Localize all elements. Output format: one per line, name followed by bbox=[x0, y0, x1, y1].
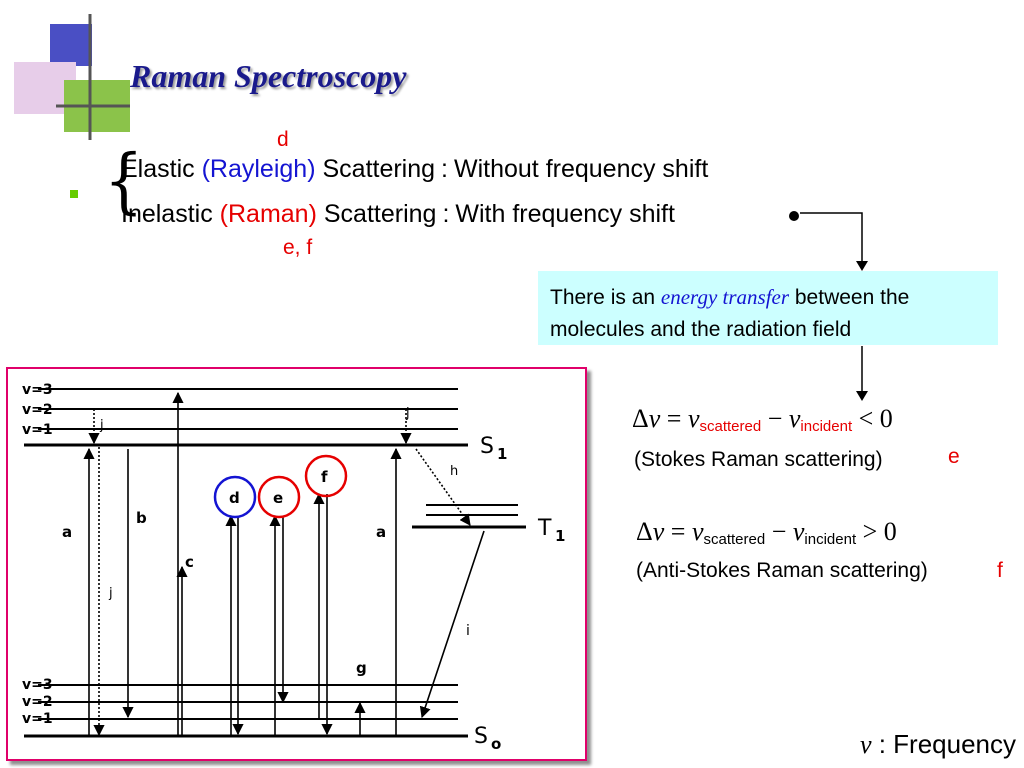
arrow-h bbox=[415, 448, 471, 526]
state-s1: S bbox=[480, 434, 494, 459]
state-s0: S bbox=[474, 724, 488, 749]
relation: > 0 bbox=[856, 517, 897, 546]
decorative-corner-squares bbox=[14, 14, 130, 140]
state-s0-sub: o bbox=[491, 735, 501, 753]
label-i: i bbox=[466, 623, 470, 639]
nu-symbol: ν bbox=[691, 517, 704, 546]
nu-symbol: ν bbox=[859, 730, 872, 759]
antistokes-tag: f bbox=[997, 559, 1003, 582]
footer-colon: : bbox=[871, 729, 894, 759]
label-lower-v2: v=2 bbox=[22, 694, 53, 710]
label-lower-v1: v=1 bbox=[22, 711, 53, 727]
delta-symbol: Δ bbox=[636, 517, 653, 546]
rayleigh-label: (Rayleigh) bbox=[201, 155, 316, 183]
delta-symbol: Δ bbox=[632, 404, 649, 433]
callout-line2: molecules and the radiation field bbox=[550, 318, 852, 341]
circle-d bbox=[213, 475, 257, 519]
label-a-right: a bbox=[376, 523, 386, 541]
energy-level-diagram: v=3 v=2 v=1 v=3 v=2 v=1 S 1 T 1 S o a b … bbox=[6, 367, 587, 761]
label-d: d bbox=[277, 128, 289, 151]
antistokes-formula: Δν = νscattered − νincident > 0 bbox=[636, 517, 897, 548]
circle-e bbox=[257, 475, 301, 519]
callout-part1: There is an bbox=[550, 286, 656, 309]
inelastic-word: Scattering bbox=[323, 200, 437, 228]
label-upper-v2: v=2 bbox=[22, 402, 53, 418]
subscript-incident: incident bbox=[804, 531, 857, 548]
equals-sign: = bbox=[660, 404, 688, 433]
label-a-left: a bbox=[62, 523, 72, 541]
page-title: Raman Spectroscopy bbox=[130, 58, 407, 94]
elastic-desc: Without frequency shift bbox=[454, 155, 709, 183]
circle-label-f: f bbox=[321, 468, 328, 486]
raman-label: (Raman) bbox=[219, 200, 317, 228]
label-b: b bbox=[136, 509, 147, 527]
minus-sign: − bbox=[761, 404, 789, 433]
bullet-marker bbox=[70, 190, 78, 198]
state-s1-sub: 1 bbox=[497, 445, 507, 463]
antistokes-caption: (Anti-Stokes Raman scattering) bbox=[636, 559, 928, 582]
elastic-prefix: Elastic bbox=[121, 155, 195, 183]
label-upper-v3: v=3 bbox=[22, 382, 53, 398]
circle-f bbox=[304, 454, 348, 498]
arrow-i bbox=[419, 530, 485, 719]
subscript-incident: incident bbox=[800, 418, 853, 435]
elastic-word: Scattering bbox=[322, 155, 436, 183]
label-j-mid: j bbox=[108, 586, 113, 601]
nu-symbol: ν bbox=[687, 404, 700, 433]
nu-symbol: ν bbox=[648, 404, 661, 433]
minus-sign: − bbox=[765, 517, 793, 546]
label-upper-v1: v=1 bbox=[22, 422, 53, 438]
label-j-top: j bbox=[99, 418, 104, 433]
state-t1-sub: 1 bbox=[555, 527, 565, 545]
label-ef: e, f bbox=[283, 236, 313, 259]
subscript-scattered: scattered bbox=[699, 418, 762, 435]
elastic-colon: : bbox=[441, 155, 448, 183]
subscript-scattered: scattered bbox=[703, 531, 766, 548]
label-g: g bbox=[356, 659, 367, 677]
inelastic-desc: With frequency shift bbox=[455, 200, 675, 228]
label-lower-v3: v=3 bbox=[22, 677, 53, 693]
frequency-legend: ν : Frequency bbox=[860, 729, 1016, 760]
nu-symbol: ν bbox=[788, 404, 801, 433]
stokes-formula: Δν = νscattered − νincident < 0 bbox=[632, 404, 893, 435]
relation: < 0 bbox=[852, 404, 893, 433]
label-c: c bbox=[185, 553, 194, 571]
inelastic-colon: : bbox=[442, 200, 450, 228]
inelastic-scattering-line: Inelastic (Raman) Scattering:With freque… bbox=[121, 200, 675, 229]
nu-symbol: ν bbox=[792, 517, 805, 546]
stokes-caption: (Stokes Raman scattering) bbox=[634, 448, 883, 471]
equals-sign: = bbox=[664, 517, 692, 546]
stokes-tag: e bbox=[948, 445, 960, 468]
jablonski-diagram-svg: v=3 v=2 v=1 v=3 v=2 v=1 S 1 T 1 S o a b … bbox=[22, 382, 565, 753]
inelastic-prefix: Inelastic bbox=[121, 200, 213, 228]
elastic-scattering-line: Elastic (Rayleigh) Scattering:Without fr… bbox=[121, 155, 708, 184]
state-t1: T bbox=[537, 516, 552, 541]
energy-transfer-callout: There is an energy transfer between the … bbox=[538, 271, 998, 345]
nu-symbol: ν bbox=[652, 517, 665, 546]
circle-label-d: d bbox=[229, 489, 240, 507]
label-h: h bbox=[450, 464, 458, 479]
footer-text: Frequency bbox=[893, 729, 1016, 759]
callout-emphasis: energy transfer bbox=[660, 285, 790, 309]
left-brace: { bbox=[104, 138, 144, 223]
label-j-right: j bbox=[405, 406, 410, 421]
circle-label-e: e bbox=[273, 489, 283, 507]
callout-part2: between the bbox=[794, 286, 910, 309]
